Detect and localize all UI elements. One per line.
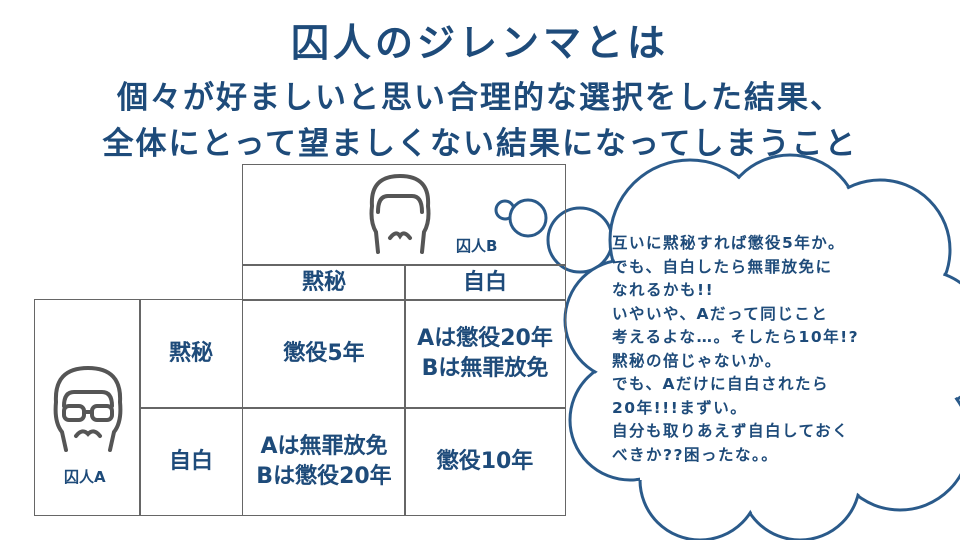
cell-confess-confess: 懲役10年 xyxy=(404,407,566,516)
col-header-silent: 黙秘 xyxy=(242,264,406,301)
thought-line: 考えるよな…。そしたら10年!? xyxy=(612,328,860,346)
thought-line: 自分も取りあえず自白しておく xyxy=(612,422,850,440)
cell-confess-silent: Aは無罪放免 Bは懲役20年 xyxy=(242,407,406,516)
subtitle-line-2: 全体にとって望ましくない結果になってしまうこと xyxy=(102,126,858,162)
cell-silent-silent: 懲役5年 xyxy=(242,299,406,409)
thought-line: でも、自白したら無罪放免に xyxy=(612,257,833,276)
prisoner-a-label: 囚人A xyxy=(64,468,106,486)
cell-text: Aは無罪放免 xyxy=(260,433,388,459)
col-header-label: 自白 xyxy=(462,269,507,295)
thought-line: いやいや、Aだって同じこと xyxy=(612,304,829,323)
page-title: 囚人のジレンマとは xyxy=(290,21,669,65)
col-header-confess: 自白 xyxy=(404,264,566,301)
thought-line: 黙秘の倍じゃないか。 xyxy=(612,351,782,370)
row-header-label: 黙秘 xyxy=(168,341,213,366)
subtitle-line-1: 個々が好ましいと思い合理的な選択をした結果、 xyxy=(117,80,843,116)
thought-line: べきか??困ったな。。 xyxy=(612,445,779,464)
row-header-confess: 自白 xyxy=(139,407,243,516)
prisoner-a-face-icon xyxy=(53,365,123,452)
thought-line: なれるかも!! xyxy=(612,281,715,299)
cell-text: Aは懲役20年 xyxy=(417,326,553,351)
prisoner-b-label: 囚人B xyxy=(456,237,498,255)
row-header-label: 自白 xyxy=(168,448,213,474)
thought-line: でも、Aだけに自白されたら xyxy=(612,375,830,393)
col-header-label: 黙秘 xyxy=(301,269,346,295)
thought-line: 20年!!!まずい。 xyxy=(612,398,748,417)
thought-line: 互いに黙秘すれば懲役5年か。 xyxy=(612,234,845,252)
cell-silent-confess: Aは懲役20年 Bは無罪放免 xyxy=(404,299,566,409)
thought-bubble-text: 互いに黙秘すれば懲役5年か。 でも、自白したら無罪放免に なれるかも!! いやい… xyxy=(612,232,859,467)
cell-text: Bは無罪放免 xyxy=(421,356,549,381)
prisoner-b-face-icon xyxy=(369,173,431,254)
row-header-silent: 黙秘 xyxy=(139,299,243,409)
cell-text: Bは懲役20年 xyxy=(256,463,392,489)
cell-text: 懲役10年 xyxy=(436,448,534,474)
cell-text: 懲役5年 xyxy=(283,341,365,366)
